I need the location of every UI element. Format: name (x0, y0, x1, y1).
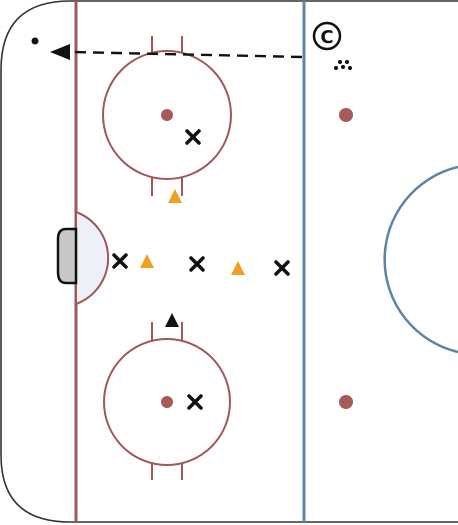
triangle-icon (231, 261, 245, 275)
center-ice-circle (383, 165, 458, 354)
goal-crease (75, 210, 110, 306)
x-mark-icon (187, 394, 203, 410)
faceoff-dot-top (161, 109, 173, 121)
triangle-icon (140, 254, 154, 268)
x-mark-icon (189, 256, 205, 272)
faceoff-circle-top (102, 36, 232, 196)
neutral-dot-top (339, 108, 353, 122)
x-mark-icon (274, 260, 290, 276)
x-mark-icon (112, 253, 128, 269)
goal-net (56, 227, 78, 285)
triangle-icon (168, 189, 182, 203)
x-mark-icon (185, 129, 201, 145)
puck-icon (31, 37, 39, 45)
pass-arrow (50, 44, 303, 60)
faceoff-circle-bottom (103, 322, 231, 480)
neutral-dot-bottom (339, 395, 353, 409)
triangle-icon (165, 313, 179, 327)
faceoff-dot-bottom (161, 396, 173, 408)
puck-cluster-icon (334, 60, 352, 70)
coach-circle-c-icon: C (312, 21, 342, 51)
coach-label: C (320, 27, 333, 48)
